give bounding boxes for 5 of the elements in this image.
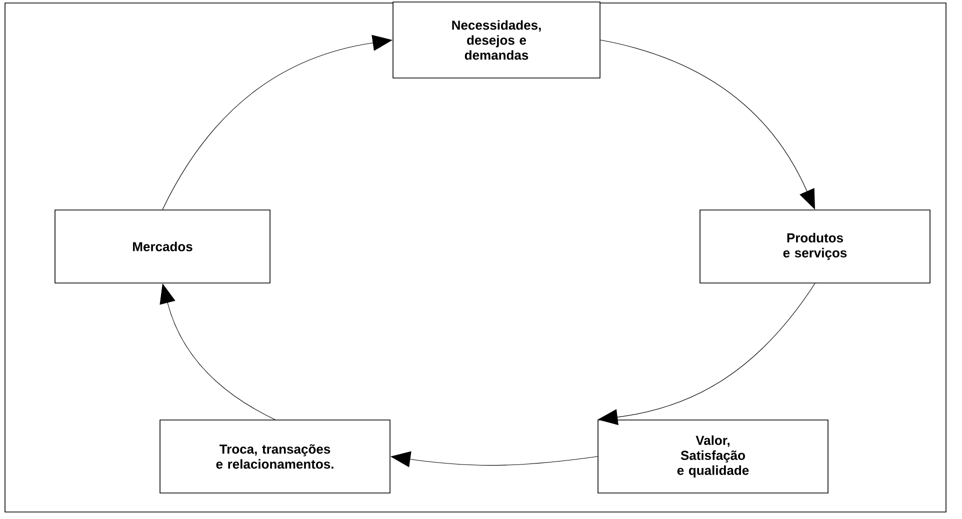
process-box: Necessidades, desejos e demandas — [392, 2, 600, 78]
process-box: Produtos e serviços — [700, 210, 930, 284]
process-box: Mercados — [54, 210, 270, 284]
process-box: Valor, Satisfação e qualidade — [598, 420, 828, 494]
process-box: Troca, transações e relacionamentos. — [160, 420, 390, 494]
